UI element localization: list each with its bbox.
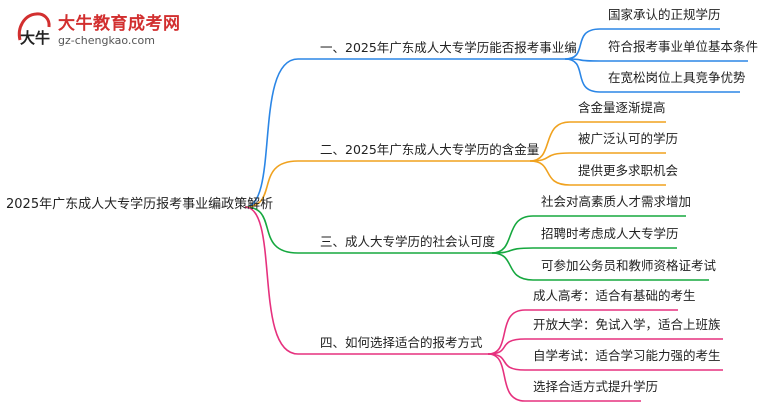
branch-4-label: 四、如何选择适合的报考方式 [320, 335, 483, 350]
logo-url: gz-chengkao.com [58, 34, 155, 47]
connector-line [529, 121, 571, 162]
connector-line [491, 215, 534, 254]
connector-line [244, 58, 299, 208]
connector-line [487, 338, 526, 355]
branch-2-item-2: 被广泛认可的学历 [578, 131, 679, 146]
branch-3-item-1: 社会对高素质人才需求增加 [541, 194, 692, 209]
connector-line [491, 247, 534, 254]
branch-4-item-4: 选择合适方式提升学历 [533, 379, 659, 394]
connector-line [244, 206, 299, 254]
branch-4-item-3: 自学考试：适合学习能力强的考生 [533, 348, 721, 363]
logo-mark-icon: 大牛 [17, 12, 51, 47]
branch-3-item-3: 可参加公务员和教师资格证考试 [541, 258, 717, 273]
connector-line [564, 28, 601, 60]
branch-1-item-1: 国家承认的正规学历 [608, 7, 721, 22]
branch-4-item-2: 开放大学：免试入学，适合上班族 [533, 317, 721, 332]
connector-line [244, 206, 299, 355]
branch-1-item-2: 符合报考事业单位基本条件 [608, 39, 758, 54]
branch-1-item-3: 在宽松岗位上具竞争优势 [608, 70, 746, 85]
connector-line [529, 160, 571, 186]
branch-4-item-1: 成人高考：适合有基础的考生 [533, 288, 696, 303]
site-logo[interactable]: 大牛 大牛教育成考网 gz-chengkao.com [14, 8, 184, 52]
connector-line [487, 353, 526, 371]
root-node: 2025年广东成人大专学历报考事业编政策解析 [6, 197, 274, 212]
connector-line [491, 252, 534, 281]
branch-2-item-3: 提供更多求职机会 [578, 163, 679, 178]
logo-mark-text: 大牛 [20, 29, 50, 47]
branch-3-item-2: 招聘时考虑成人大专学历 [541, 226, 679, 241]
branch-3-label: 三、成人大专学历的社会认可度 [320, 234, 496, 249]
branch-1-label: 一、2025年广东成人大专学历能否报考事业编 [320, 40, 577, 55]
logo-title: 大牛教育成考网 [58, 14, 181, 34]
connector-line [487, 353, 526, 402]
connector-line [487, 309, 526, 355]
connector-line [244, 160, 299, 208]
branch-2-item-1: 含金量逐渐提高 [578, 100, 666, 115]
connector-line [564, 58, 601, 93]
branch-2-label: 二、2025年广东成人大专学历的含金量 [320, 142, 540, 157]
